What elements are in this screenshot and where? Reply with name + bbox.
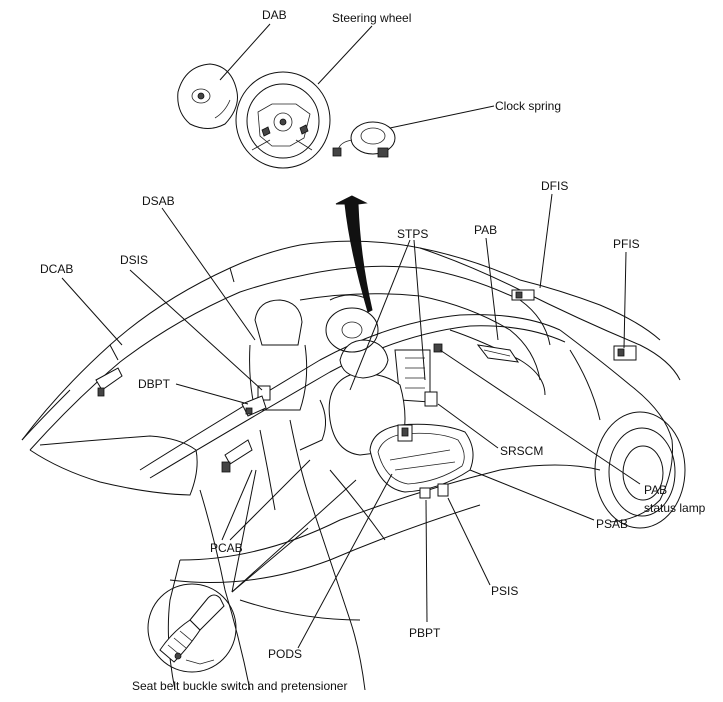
label-psis: PSIS (491, 584, 518, 598)
label-stps: STPS (397, 227, 428, 241)
leader-lines (61, 23, 641, 649)
label-pods: PODS (268, 647, 302, 661)
label-dsab: DSAB (142, 194, 175, 208)
seat-belt-buckle-inset (147, 583, 237, 673)
label-clock-spring: Clock spring (495, 99, 561, 113)
curtain-airbag-rail (95, 367, 253, 473)
label-dcab: DCAB (40, 262, 73, 276)
label-pab: PAB (474, 223, 497, 237)
label-dsis: DSIS (120, 253, 148, 267)
label-dab: DAB (262, 8, 287, 22)
passenger-side-components (397, 289, 637, 499)
label-seat-belt-caption: Seat belt buckle switch and pretensioner (132, 679, 347, 693)
label-srscm: SRSCM (500, 444, 543, 458)
label-pab-status-lamp-line2: status lamp (644, 501, 706, 515)
label-pfis: PFIS (613, 237, 640, 251)
label-dbpt: DBPT (138, 377, 171, 391)
label-pab-status-lamp-line1: PAB (644, 483, 667, 497)
label-psab: PSAB (596, 517, 628, 531)
label-steering-wheel: Steering wheel (332, 11, 411, 25)
driver-side-components (241, 385, 271, 417)
driver-airbag-module (177, 63, 238, 129)
vehicle-body (21, 240, 686, 691)
label-pcab: PCAB (210, 541, 243, 555)
component-labels: DAB Steering wheel Clock spring DFIS PFI… (40, 8, 706, 693)
label-dfis: DFIS (541, 179, 568, 193)
exploded-view-arrow (335, 195, 373, 313)
steering-wheel (235, 71, 331, 169)
label-pbpt: PBPT (409, 626, 441, 640)
clock-spring (332, 121, 396, 158)
